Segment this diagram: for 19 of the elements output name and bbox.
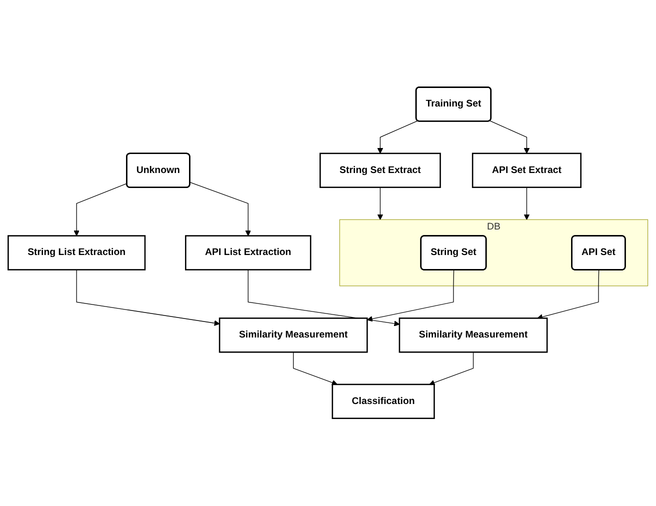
arrow: [74, 183, 128, 236]
arrow: [293, 352, 338, 386]
arrow: [366, 270, 454, 322]
node-box: Similarity Measurement: [398, 318, 548, 353]
arrow: [524, 187, 530, 220]
node-box: Classification: [332, 384, 435, 420]
arrow: [537, 270, 600, 320]
arrow: [248, 270, 400, 327]
node-box: Similarity Measurement: [218, 318, 368, 353]
arrow: [490, 120, 530, 154]
arrow: [377, 120, 418, 154]
arrow: [76, 270, 220, 326]
node-box: String Set Extract: [320, 153, 441, 188]
node-box: String List Extraction: [8, 235, 146, 271]
arrow: [429, 352, 474, 386]
arrow: [377, 187, 384, 220]
arrow: [190, 182, 251, 236]
node-box: API Set Extract: [472, 153, 582, 188]
node-box: API List Extraction: [185, 235, 312, 271]
